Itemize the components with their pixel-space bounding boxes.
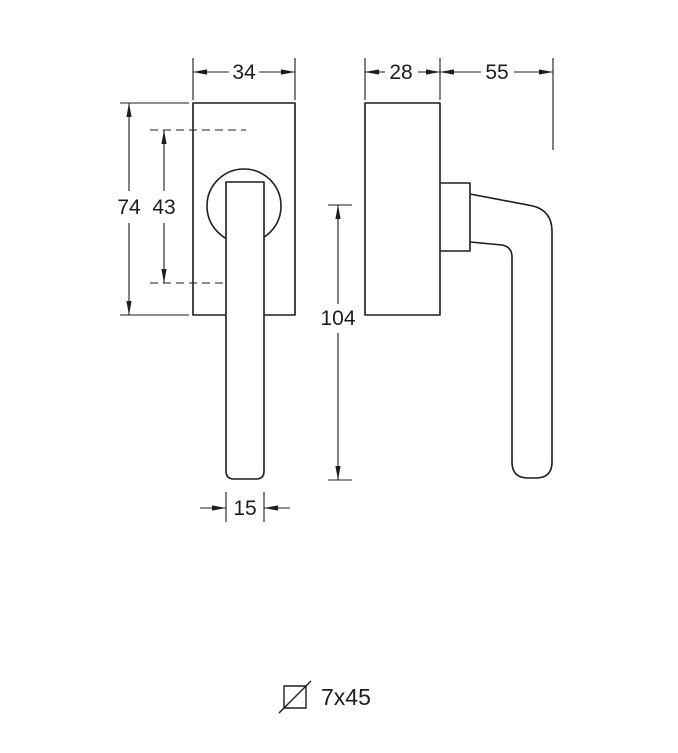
drawing-lines [120, 58, 554, 714]
dimension-plate-depth [364, 58, 441, 100]
handle-side-profile [469, 193, 553, 479]
dimension-labels: 34 28 55 74 43 104 15 7x45 [117, 61, 508, 710]
spindle-diagonal-icon [278, 680, 312, 714]
handle-bar-front [225, 181, 265, 480]
side-view [364, 102, 553, 479]
dimension-label-projection: 55 [485, 61, 508, 84]
spindle-label: 7x45 [321, 684, 371, 710]
dimension-handle-width [200, 492, 290, 522]
dimension-handle-length [328, 204, 352, 481]
dimension-projection [440, 58, 554, 150]
dimension-label-plate-depth: 28 [389, 61, 412, 84]
dimension-plate-height [120, 102, 189, 316]
neck-side [440, 182, 471, 252]
dimension-label-axis-offset: 43 [152, 196, 175, 219]
dimension-label-handle-length: 104 [320, 307, 355, 330]
dimension-label-plate-width: 34 [232, 61, 256, 84]
backplate-side [364, 102, 441, 316]
spindle-square-icon [283, 685, 307, 709]
front-view [192, 102, 296, 480]
spindle-symbol [278, 680, 312, 714]
dimension-label-handle-width: 15 [233, 497, 256, 520]
dimension-plate-width [192, 58, 296, 100]
dimension-label-plate-height: 74 [117, 196, 141, 219]
